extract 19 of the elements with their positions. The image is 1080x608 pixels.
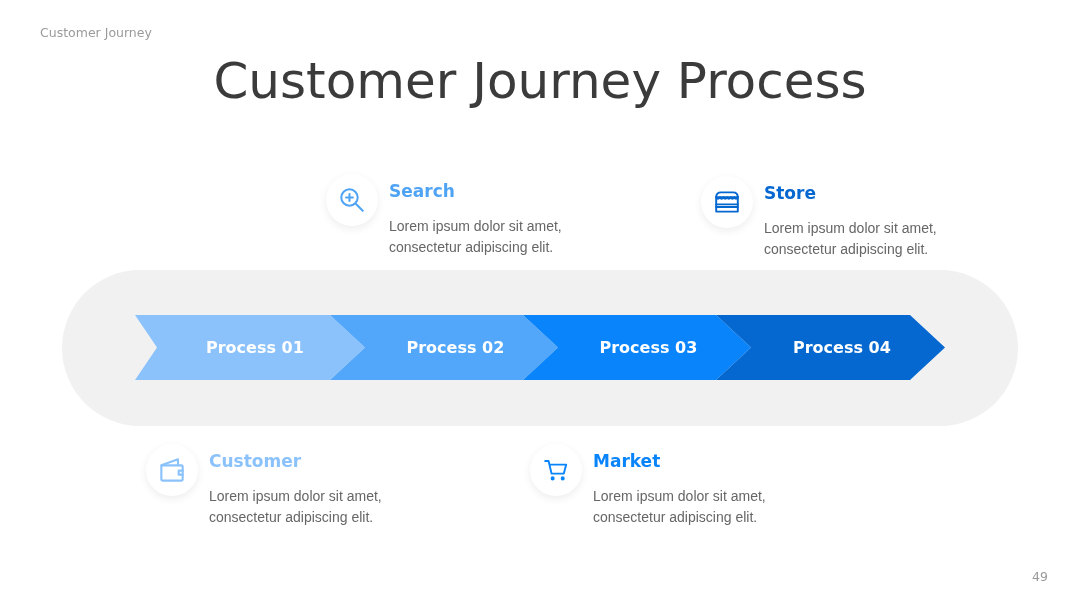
slide-title: Customer Journey Process — [213, 51, 867, 112]
process-label: Process 02 — [406, 337, 505, 358]
step-description: Lorem ipsum dolor sit amet, consectetur adipiscing elit. — [593, 487, 767, 527]
page-number: 49 — [1032, 569, 1048, 585]
step-description: Lorem ipsum dolor sit amet, consectetur adipiscing elit. — [764, 219, 938, 259]
step-description: Lorem ipsum dolor sit amet, consectetur adipiscing elit. — [389, 217, 563, 257]
step-heading: Store — [764, 182, 816, 204]
process-label: Process 04 — [792, 337, 891, 358]
step-heading: Customer — [209, 450, 302, 472]
step-description: Lorem ipsum dolor sit amet, consectetur adipiscing elit. — [209, 487, 383, 527]
process-label: Process 01 — [205, 337, 304, 358]
step-heading: Search — [389, 180, 455, 202]
step-heading: Market — [593, 450, 661, 472]
process-step — [330, 315, 558, 380]
process-step — [135, 315, 365, 380]
process-label: Process 03 — [599, 337, 698, 358]
process-step — [523, 315, 751, 380]
process-step — [716, 315, 945, 380]
header-label: Customer Journey — [40, 25, 152, 41]
